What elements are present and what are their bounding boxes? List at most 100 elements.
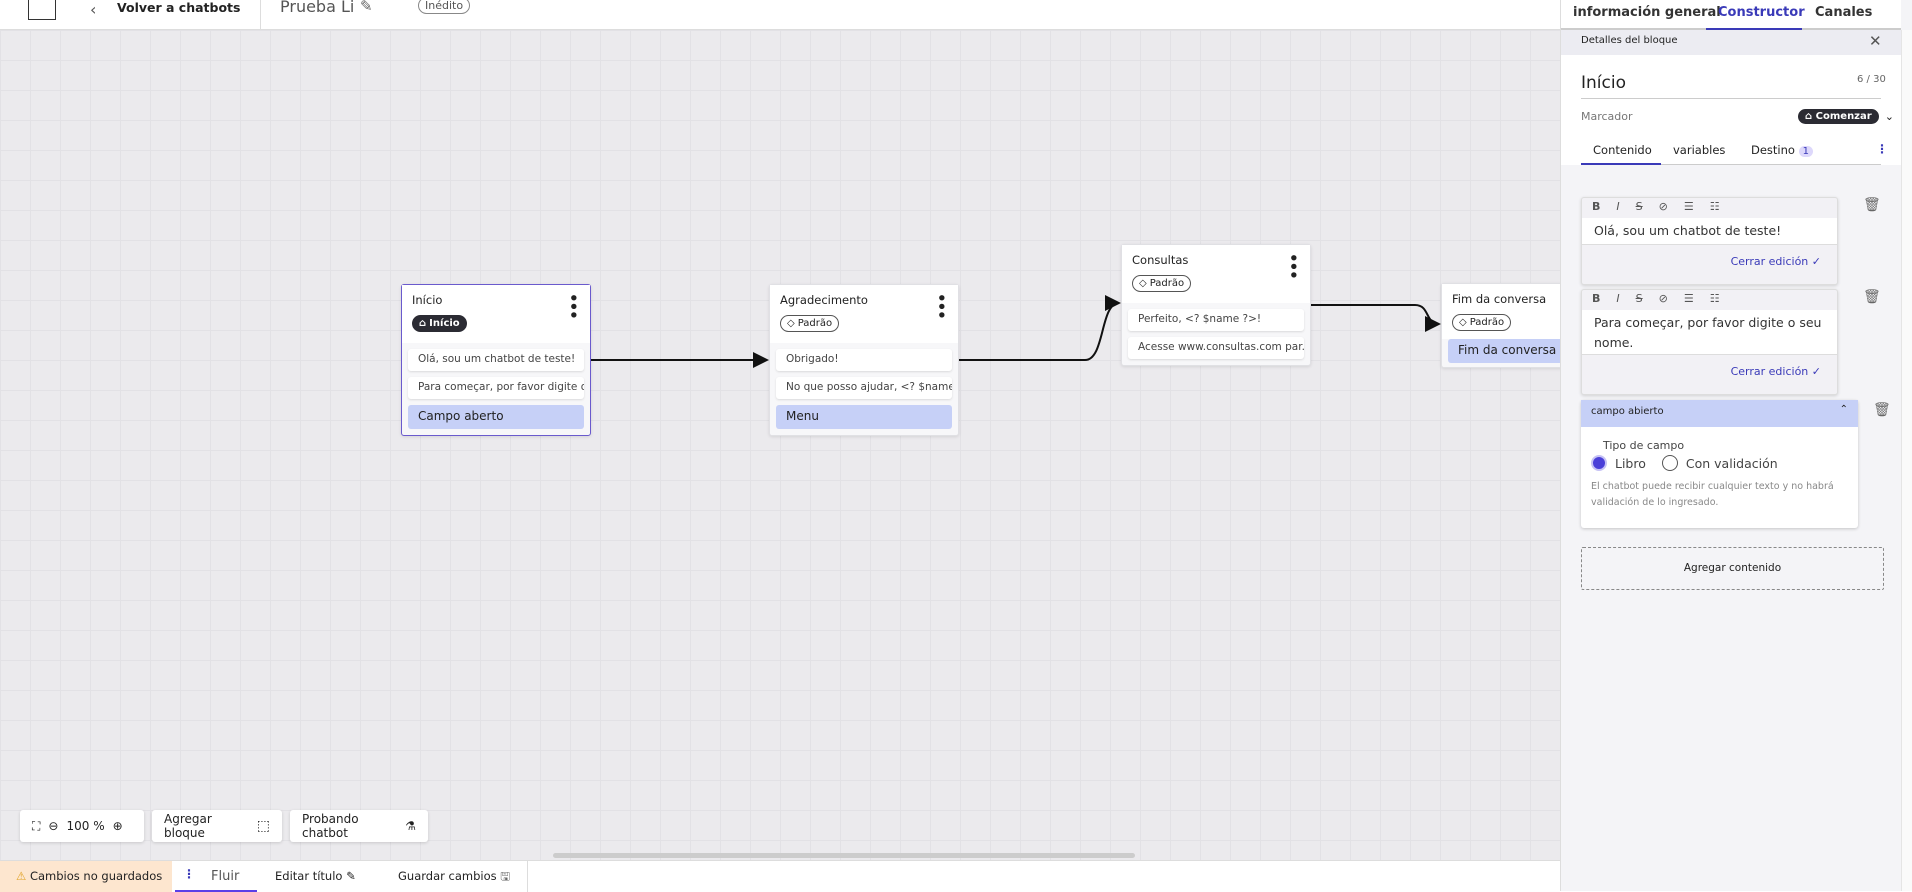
editor-text[interactable]: Olá, sou um chatbot de teste! (1582, 218, 1837, 244)
save-label: Guardar cambios (398, 869, 497, 883)
editor-text[interactable]: Para começar, por favor digite o seu nom… (1582, 310, 1837, 354)
warning-icon: ⚠ (16, 869, 27, 883)
tag-badge: ◇Padrão (780, 315, 840, 332)
add-content-button[interactable]: Agregar contenido (1581, 547, 1884, 590)
horizontal-scrollbar[interactable] (553, 853, 1135, 858)
link-icon[interactable]: ⊘ (1658, 200, 1668, 213)
test-chatbot-label: Probando chatbot (302, 812, 359, 840)
close-icon[interactable]: ✕ (1869, 32, 1882, 50)
node-message[interactable]: Olá, sou um chatbot de teste! (408, 349, 584, 371)
char-count: 6 / 30 (1857, 74, 1886, 85)
italic-icon[interactable]: I (1616, 200, 1620, 213)
zoom-out-icon[interactable]: ⊖ (48, 819, 59, 833)
check-icon: ✓ (1811, 255, 1821, 268)
text-editor[interactable]: B I S ⊘ ☰ ☷ Olá, sou um chatbot de teste! Cer… (1581, 197, 1838, 285)
strikethrough-icon[interactable]: S (1635, 200, 1643, 213)
trash-icon[interactable]: 🗑 (1863, 197, 1881, 213)
node-message[interactable]: Perfeito, <? $name ?>! (1128, 309, 1304, 331)
tab-channels[interactable]: Canales (1815, 5, 1873, 20)
tab-content[interactable]: Contenido (1581, 140, 1661, 165)
more-options-icon[interactable]: ••• (1284, 253, 1302, 279)
edge-consultas-fim (1311, 304, 1441, 332)
numbered-list-icon[interactable]: ☷ (1709, 292, 1720, 305)
close-edit-button[interactable]: Cerrar edición ✓ (1582, 244, 1837, 284)
node-title: Agradecimento (780, 293, 868, 307)
save-changes-button[interactable]: Guardar cambios 🖫 (398, 869, 510, 888)
bullet-list-icon[interactable]: ☰ (1683, 200, 1694, 213)
unsaved-label: Cambios no guardados (29, 869, 163, 883)
more-options-icon[interactable]: ⋮ (183, 867, 195, 881)
back-chevron-icon[interactable]: ‹ (90, 0, 97, 19)
chatbot-title: Prueba Li (280, 0, 355, 16)
edit-title-pencil-icon[interactable]: ✎ (360, 0, 373, 15)
more-options-icon[interactable]: ••• (564, 293, 582, 319)
bold-icon[interactable]: B (1592, 292, 1601, 305)
back-link[interactable]: Volver a chatbots (117, 0, 241, 15)
block-name-input[interactable]: Início (1581, 73, 1881, 99)
edit-title-label: Editar título (275, 869, 343, 883)
app-logo[interactable] (28, 0, 56, 20)
more-options-icon[interactable]: ••• (932, 293, 950, 319)
unsaved-changes-indicator: ⚠ Cambios no guardados (0, 861, 172, 892)
node-action[interactable]: Fim da conversa (1448, 339, 1560, 363)
node-title: Consultas (1132, 253, 1189, 267)
start-badge: ⌂Início (412, 315, 467, 332)
node-action[interactable]: Menu (776, 405, 952, 429)
node-message[interactable]: Acesse www.consultas.com par... (1128, 337, 1304, 359)
save-icon: 🖫 (500, 869, 511, 883)
node-action[interactable]: Campo aberto (408, 405, 584, 429)
flow-node-consultas[interactable]: Consultas ••• ◇Padrão Perfeito, <? $name… (1121, 244, 1311, 366)
panel-header-title: Detalles del bloque (1581, 35, 1678, 46)
strikethrough-icon[interactable]: S (1635, 292, 1643, 305)
destination-count-badge: 1 (1798, 146, 1813, 157)
tab-variables[interactable]: variables (1673, 143, 1726, 157)
italic-icon[interactable]: I (1616, 292, 1620, 305)
radio-libro-label: Libro (1615, 455, 1646, 471)
more-options-icon[interactable]: ⋮ (1876, 142, 1888, 156)
bullet-list-icon[interactable]: ☰ (1683, 292, 1694, 305)
link-icon[interactable]: ⊘ (1658, 292, 1668, 305)
fit-screen-icon[interactable]: ⛶ (32, 818, 41, 833)
radio-libro[interactable] (1591, 455, 1607, 471)
flow-canvas[interactable]: Início ••• ⌂Início Olá, sou um chatbot d… (0, 30, 1560, 860)
node-message[interactable]: No que posso ajudar, <? $name ... (776, 377, 952, 399)
open-field-card: campo abierto⌃ Tipo de campo Libro Con v… (1581, 400, 1858, 528)
trash-icon[interactable]: 🗑 (1873, 402, 1891, 418)
block-details-panel: información general Constructor Canales … (1560, 0, 1912, 891)
add-block-button[interactable]: Agregar bloque ⬚ (152, 810, 282, 842)
chevron-up-icon[interactable]: ⌃ (1839, 404, 1848, 415)
top-tabs: información general Constructor Canales (1561, 0, 1901, 30)
tag-icon: ◇ (787, 318, 795, 329)
text-editor[interactable]: B I S ⊘ ☰ ☷ Para começar, por favor digite o … (1581, 289, 1838, 395)
open-field-header[interactable]: campo abierto⌃ (1581, 400, 1858, 427)
divider (527, 861, 528, 892)
close-edit-button[interactable]: Cerrar edición ✓ (1582, 354, 1837, 394)
flow-node-agradecimento[interactable]: Agradecimento ••• ◇Padrão Obrigado! No q… (769, 284, 959, 436)
radio-con-validacion[interactable] (1661, 455, 1678, 471)
tab-flow[interactable]: Fluir (175, 861, 257, 892)
node-title: Fim da conversa (1452, 292, 1547, 306)
pencil-icon: ✎ (346, 869, 356, 883)
node-message[interactable]: Obrigado! (776, 349, 952, 371)
bold-icon[interactable]: B (1592, 200, 1601, 213)
block-name-value: Início (1581, 73, 1626, 93)
home-icon: ⌂ (419, 318, 427, 329)
tab-destination[interactable]: Destino 1 (1751, 143, 1813, 157)
tab-general-info[interactable]: información general (1573, 5, 1721, 20)
node-message[interactable]: Para começar, por favor digite o ... (408, 377, 584, 399)
marker-select[interactable]: ⌂ Comenzar ⌄ (1798, 109, 1894, 124)
chevron-down-icon: ⌄ (1884, 110, 1894, 123)
divider (260, 0, 261, 30)
test-chatbot-button[interactable]: Probando chatbot ⚗ (290, 810, 428, 842)
edit-title-button[interactable]: Editar título ✎ (275, 869, 356, 883)
numbered-list-icon[interactable]: ☷ (1709, 200, 1720, 213)
home-icon: ⌂ (1805, 111, 1813, 122)
vertical-scrollbar[interactable] (1901, 30, 1912, 891)
zoom-in-icon[interactable]: ⊕ (112, 819, 123, 833)
trash-icon[interactable]: 🗑 (1863, 289, 1881, 305)
content-tabs: Contenido variables Destino 1 (1581, 140, 1881, 165)
editor-toolbar: B I S ⊘ ☰ ☷ (1582, 198, 1837, 218)
tab-constructor[interactable]: Constructor (1706, 0, 1805, 30)
flow-node-fim[interactable]: Fim da conversa ◇Padrão Fim da conversa (1441, 283, 1560, 368)
flow-node-inicio[interactable]: Início ••• ⌂Início Olá, sou um chatbot d… (401, 284, 591, 436)
